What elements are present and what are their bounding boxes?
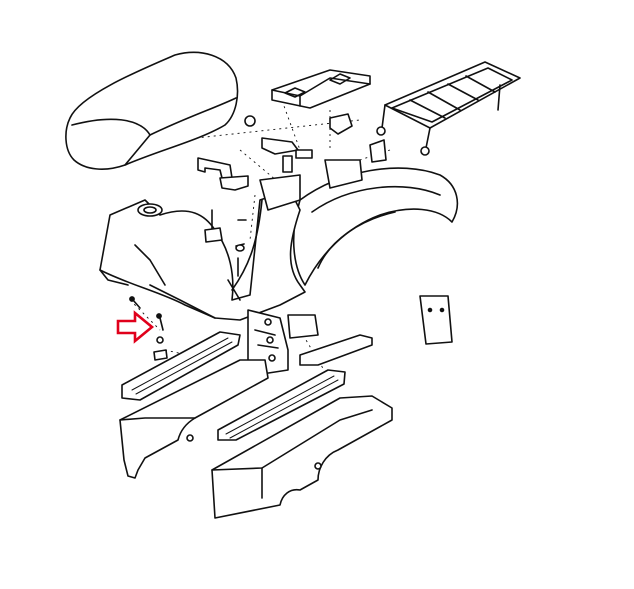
luggage-rack [376, 61, 521, 156]
left-floorboard [121, 331, 241, 401]
left-side-cover [119, 359, 269, 479]
right-floorboard [217, 369, 346, 441]
rear-mudguard [292, 159, 459, 286]
arrow-right-icon [116, 310, 155, 344]
frame-body [99, 174, 306, 321]
screw-set [129, 296, 168, 361]
license-plate-holder [419, 295, 453, 345]
center-bracket [247, 309, 319, 375]
fuel-tap [204, 209, 247, 277]
brackets [197, 113, 387, 191]
seat [65, 51, 239, 170]
assembly-guide-lines [129, 94, 391, 381]
footrest-bar [299, 334, 373, 366]
right-side-cover [211, 395, 393, 519]
battery-tray [271, 69, 371, 109]
